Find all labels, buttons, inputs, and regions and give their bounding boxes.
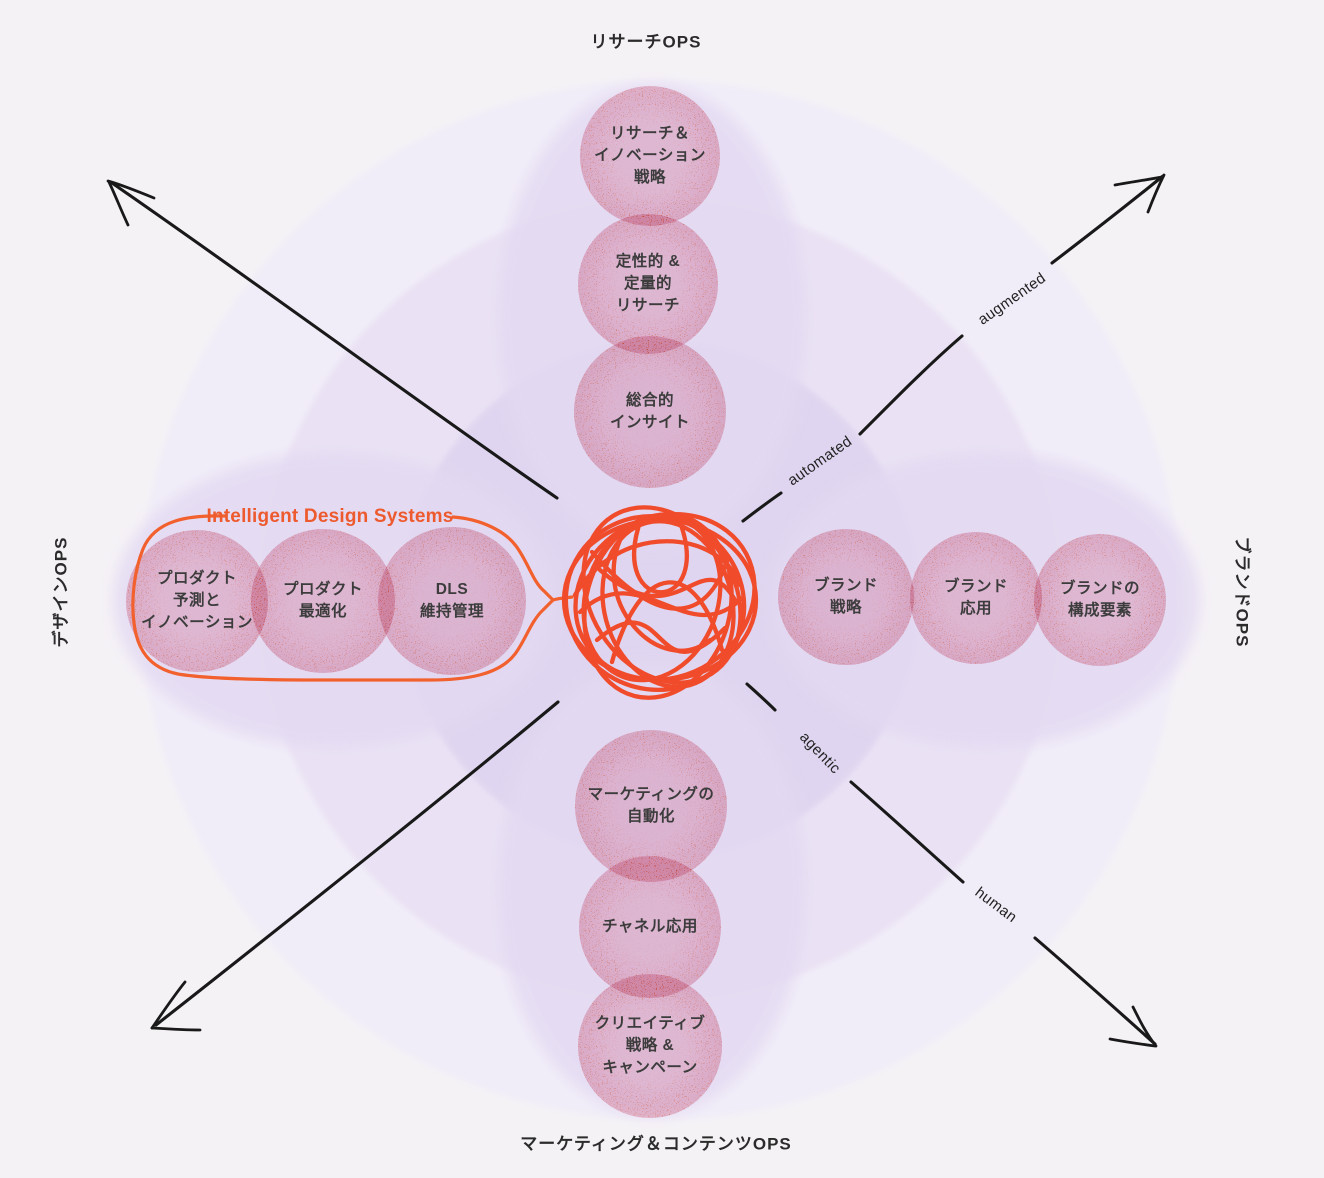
node-circle-product-forecast-innovation xyxy=(126,530,268,672)
tangle-scribble xyxy=(561,505,759,700)
ring-inner xyxy=(402,342,918,858)
node-circle-product-optimization xyxy=(251,529,395,673)
arrow-top-right xyxy=(741,173,1166,523)
node-circles xyxy=(126,86,1166,1118)
node-label-dls-maintenance: DLS 維持管理 xyxy=(419,581,485,620)
node-label-holistic-insight: 総合的 インサイト xyxy=(609,392,691,431)
node-circle-marketing-automation xyxy=(575,730,727,882)
node-label-brand-strategy: ブランド 戦略 xyxy=(813,577,879,616)
node-circle-dls-maintenance xyxy=(378,527,526,675)
background-rings xyxy=(140,80,1180,1120)
axis-label-marketing-content-ops: マーケティング＆コンテンツOPS xyxy=(520,1134,792,1154)
arrow-bottom-left xyxy=(150,700,560,1032)
node-circle-qual-quant-research xyxy=(578,214,718,354)
axis-label-brand-ops: ブランドOPS xyxy=(1232,536,1252,648)
node-circle-creative-strategy-campaigns xyxy=(578,974,722,1118)
node-circle-holistic-insight xyxy=(574,336,726,488)
arrow-bottom-right xyxy=(745,682,1158,1048)
node-circle-brand-elements xyxy=(1034,534,1166,666)
node-circle-brand-strategy xyxy=(778,529,914,665)
quadrant-arrows xyxy=(106,173,1166,1048)
node-label-creative-strategy-campaigns: クリエイティブ 戦略 & キャンペーン xyxy=(594,1015,706,1076)
node-circle-brand-application xyxy=(910,532,1042,664)
node-label-qual-quant-research: 定性的 & 定量的 リサーチ xyxy=(615,253,681,314)
node-label-research-strategy: リサーチ＆ イノベーション 戦略 xyxy=(594,125,706,186)
node-label-product-optimization: プロダクト 最適化 xyxy=(282,581,364,620)
node-label-brand-elements: ブランドの 構成要素 xyxy=(1059,580,1141,619)
node-circle-research-strategy xyxy=(580,86,720,226)
arrow-top-left xyxy=(106,179,559,500)
node-label-marketing-automation: マーケティングの 自動化 xyxy=(587,786,715,825)
node-circle-channel-application xyxy=(579,856,721,998)
axis-label-research-ops: リサーチOPS xyxy=(590,32,702,52)
node-label-channel-application: チャネル応用 xyxy=(602,918,698,935)
ids-group-label: Intelligent Design Systems xyxy=(206,506,454,527)
node-label-product-forecast-innovation: プロダクト 予測と イノベーション xyxy=(141,570,253,631)
axis-label-design-ops: デザインOPS xyxy=(51,536,71,648)
node-label-brand-application: ブランド 応用 xyxy=(943,578,1009,617)
